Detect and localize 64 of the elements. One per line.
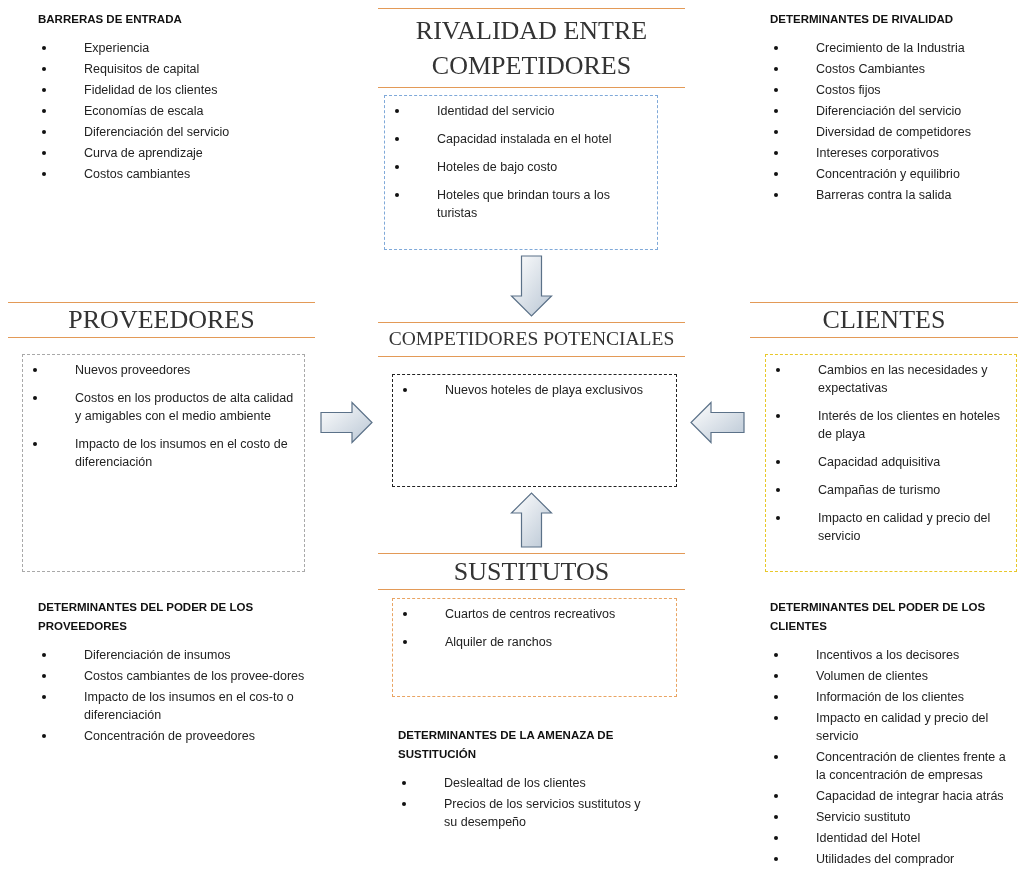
list-item: Capacidad adquisitiva — [818, 454, 941, 471]
section-heading: DETERMINANTES DE RIVALIDAD — [770, 12, 955, 27]
block-arrow — [320, 401, 373, 444]
list-item: Hoteles de bajo costo — [437, 159, 558, 176]
list-item: Diferenciación de insumos — [84, 647, 231, 664]
list-item: Costos cambiantes — [84, 166, 191, 183]
list-item: Campañas de turismo — [818, 482, 941, 499]
force-panel — [8, 302, 315, 572]
section-heading: CLIENTES — [750, 302, 1018, 338]
list-item: Concentración de clientes frente a la concentración de empresas — [816, 749, 1007, 784]
list-item: Diferenciación del servicio — [84, 124, 230, 141]
list-item: Interés de los clientes en hoteles de playa — [818, 408, 1002, 443]
force-panel — [378, 322, 685, 487]
list-item: Intereses corporativos — [816, 145, 939, 162]
list-item: Impacto en calidad y precio del servicio — [816, 710, 990, 745]
list-item: Identidad del servicio — [437, 103, 555, 120]
section-heading: DETERMINANTES DE LA AMENAZA DE SUSTITUCIÓN — [398, 728, 615, 762]
list-item: Crecimiento de la Industria — [816, 40, 965, 57]
force-panel — [378, 553, 685, 697]
list-item: Economías de escala — [84, 103, 204, 120]
list-item: Información de los clientes — [816, 689, 964, 706]
list-item: Deslealtad de los clientes — [444, 775, 586, 792]
list-item: Impacto en calidad y precio del servicio — [818, 510, 992, 545]
block-arrow — [510, 492, 553, 548]
list-item: Capacidad de integrar hacia atrás — [816, 788, 1004, 805]
list-item: Utilidades del comprador — [816, 851, 955, 868]
list-item: Concentración de proveedores — [84, 728, 255, 745]
list-item: Costos Cambiantes — [816, 61, 926, 78]
list-item: Alquiler de ranchos — [445, 634, 552, 651]
list-item: Experiencia — [84, 40, 150, 57]
block-arrow — [510, 255, 553, 317]
list-item: Hoteles que brindan tours a los turistas — [437, 187, 612, 222]
list-item: Impacto de los insumos en el costo de diferenciación — [75, 436, 289, 471]
list-item: Impacto de los insumos en el cos-to o diferenciación — [84, 689, 295, 724]
list-item: Cuartos de centros recreativos — [445, 606, 616, 623]
list-item: Requisitos de capital — [84, 61, 200, 78]
force-panel — [750, 302, 1018, 572]
section-heading: SUSTITUTOS — [378, 553, 685, 590]
block-arrow — [690, 401, 745, 444]
list-item: Servicio sustituto — [816, 809, 911, 826]
list-item: Nuevos proveedores — [75, 362, 191, 379]
section-heading: DETERMINANTES DEL PODER DE LOS CLIENTES — [770, 600, 987, 634]
list-item: Concentración y equilibrio — [816, 166, 960, 183]
list-item: Costos fijos — [816, 82, 881, 99]
list-item: Incentivos a los decisores — [816, 647, 960, 664]
list-item: Capacidad instalada en el hotel — [437, 131, 612, 148]
section-heading: DETERMINANTES DEL PODER DE LOS PROVEEDORES — [38, 600, 255, 634]
list-item: Nuevos hoteles de playa exclusivos — [445, 382, 644, 399]
list-item: Fidelidad de los clientes — [84, 82, 218, 99]
section-heading: RIVALIDAD ENTRE COMPETIDORES — [378, 8, 685, 88]
section-heading: BARRERAS DE ENTRADA — [38, 12, 183, 27]
list-item: Barreras contra la salida — [816, 187, 952, 204]
list-item: Diferenciación del servicio — [816, 103, 962, 120]
list-item: Precios de los servicios sustitutos y su desempeño — [444, 796, 642, 831]
list-item: Cambios en las necesidades y expectativas — [818, 362, 989, 397]
section-heading: COMPETIDORES POTENCIALES — [378, 322, 685, 357]
list-item: Diversidad de competidores — [816, 124, 971, 141]
force-panel — [378, 8, 685, 250]
list-item: Costos cambiantes de los provee-dores — [84, 668, 305, 685]
list-item: Costos en los productos de alta calidad y amigables con el medio ambiente — [75, 390, 294, 425]
list-item: Volumen de clientes — [816, 668, 928, 685]
list-item: Curva de aprendizaje — [84, 145, 203, 162]
list-item: Identidad del Hotel — [816, 830, 921, 847]
section-heading: PROVEEDORES — [8, 302, 315, 338]
